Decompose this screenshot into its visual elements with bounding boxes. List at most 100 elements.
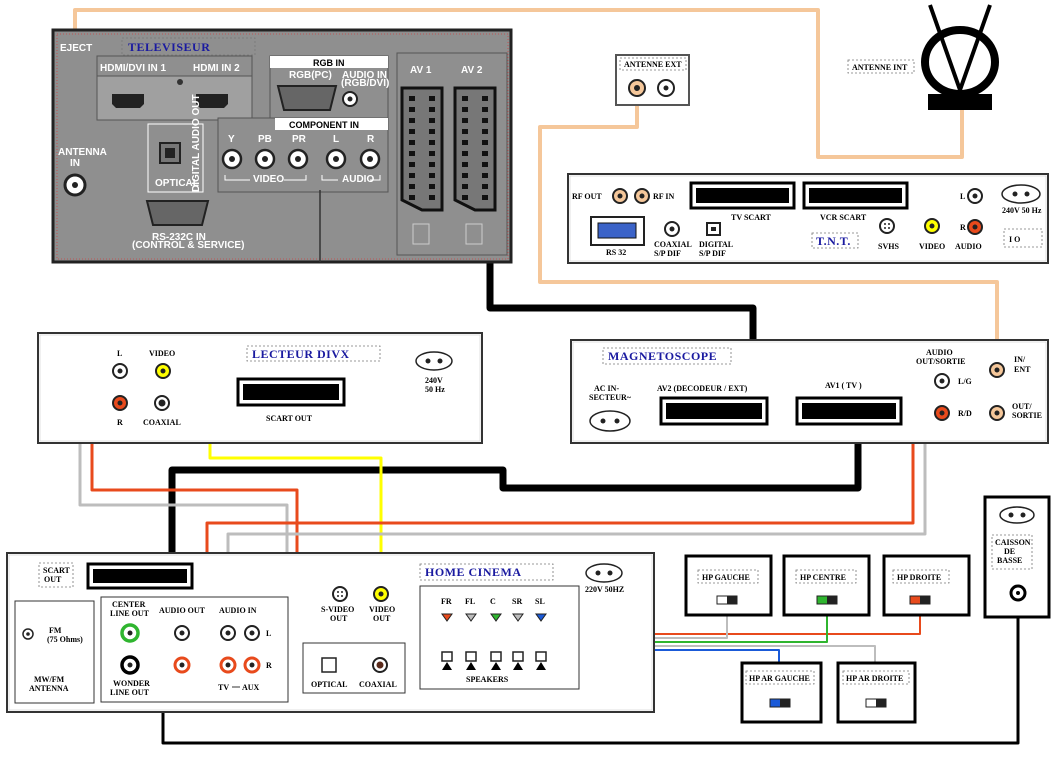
orange-cable-ext-antenna (538, 86, 999, 372)
tv-rgbpc-label: RGB(PC) (289, 70, 332, 81)
speaker-channel-c: C (490, 597, 496, 606)
hc-l: L (266, 629, 271, 638)
hc-center2: LINE OUT (110, 609, 150, 618)
speaker-terminal-minus-fl[interactable] (465, 651, 477, 662)
hc-optical: OPTICAL (311, 680, 347, 689)
tnt-coaxial: COAXIAL (654, 240, 692, 249)
divx-power1: 240V (425, 376, 443, 385)
vcr-av2-label: AV2 (DECODEUR / EXT) (657, 384, 748, 393)
speaker-terminal-base-fr (442, 662, 452, 670)
tnt-tv-scart-label: TV SCART (731, 213, 771, 222)
hp-ar-droite-box: HP AR DROITE (836, 661, 917, 724)
divx-coaxial: COAXIAL (143, 418, 181, 427)
divx-r: R (117, 418, 123, 427)
speaker-terminal-plus-c[interactable] (490, 613, 502, 622)
tnt-rs32: RS 32 (606, 248, 626, 257)
speaker-terminal-plus-fr[interactable] (441, 613, 453, 622)
tnt-power-socket (1001, 184, 1041, 204)
black-cable-vcr-hc (168, 424, 862, 574)
speaker-channel-sl: SL (535, 597, 545, 606)
hc-optical-port[interactable] (321, 657, 337, 673)
tv-video-label: VIDEO (253, 174, 284, 185)
hc-mwfm2: ANTENNA (29, 684, 69, 693)
divx-power-socket (415, 351, 453, 371)
hc-wonder2: LINE OUT (110, 688, 150, 697)
tv-r: R (367, 134, 375, 145)
tnt-rf-in: RF IN (653, 192, 674, 201)
divx-scart-out-label: SCART OUT (266, 414, 313, 423)
speaker-terminal-base-c (491, 662, 501, 670)
hc-fm1: FM (49, 626, 62, 635)
hp-gauche-box: HP GAUCHE (684, 554, 773, 617)
hc-center1: CENTER (112, 600, 146, 609)
hp-droite-label: HP DROITE (897, 573, 941, 582)
tnt-spdif2: S/P DIF (699, 249, 726, 258)
speaker-terminal-base-fl (466, 662, 476, 670)
speaker-terminal-plus-sr[interactable] (512, 613, 524, 622)
tv-digital-audio-out: DIGITAL AUDIO OUT (191, 94, 202, 192)
hc-video2: OUT (373, 614, 391, 623)
tv-pr: PR (292, 134, 307, 145)
speaker-terminal-minus-fr[interactable] (441, 651, 453, 662)
speaker-terminal-plus-sl[interactable] (535, 613, 547, 622)
speaker-channel-fl: FL (465, 597, 475, 606)
vcr-box: MAGNETOSCOPE AC IN- SECTEUR~ AV2 (DECODE… (570, 339, 1049, 444)
hc-fm2: (75 Ohms) (47, 635, 83, 644)
tv-hdmi1-label: HDMI/DVI IN 1 (100, 63, 167, 74)
antenne-ext-box: ANTENNE EXT (615, 54, 690, 106)
tnt-box: RF OUT RF IN TV SCART VCR SCART RS 32 CO… (567, 173, 1049, 264)
hp-droite-box: HP DROITE (882, 554, 971, 617)
speaker-terminal-minus-sr[interactable] (512, 651, 524, 662)
tv-rs232-label: RS-232C IN (152, 232, 206, 243)
hp-gauche-label: HP GAUCHE (702, 573, 750, 582)
hp-ar-gauche-box: HP AR GAUCHE (740, 661, 823, 724)
tv-optical-label: OPTICAL (155, 178, 199, 189)
tv-l: L (333, 134, 339, 145)
divx-box: L VIDEO R COAXIAL LECTEUR DIVX SCART OUT… (37, 332, 483, 444)
vga-port[interactable] (276, 85, 338, 111)
divx-video: VIDEO (149, 349, 175, 358)
vcr-out2: SORTIE (1012, 411, 1042, 420)
speaker-channel-fr: FR (441, 597, 452, 606)
hc-audio-out: AUDIO OUT (159, 606, 206, 615)
tnt-spdif1: S/P DIF (654, 249, 681, 258)
tv-panel: EJECT TELEVISEUR HDMI/DVI IN 1 HDMI IN 2… (51, 28, 513, 264)
tnt-r: R (960, 223, 966, 232)
scart-av2[interactable] (453, 86, 497, 212)
hdmi1-port[interactable] (112, 94, 144, 108)
antenne-ext-label: ANTENNE EXT (624, 60, 682, 69)
hc-svideo-jack[interactable] (332, 586, 348, 602)
speaker-channel-sr: SR (512, 597, 522, 606)
hc-r: R (266, 661, 272, 670)
tv-y: Y (228, 134, 235, 145)
vcr-power-socket (589, 410, 631, 432)
tv-rgb-in-label: RGB IN (313, 58, 345, 68)
vcr-av1-label: AV1 ( TV ) (825, 381, 862, 390)
hc-svideo2: OUT (330, 614, 348, 623)
speaker-terminal-minus-sl[interactable] (535, 651, 547, 662)
vcr-audio2: OUT/SORTIE (916, 357, 966, 366)
tnt-digital: DIGITAL (699, 240, 733, 249)
hdmi2-port[interactable] (196, 94, 228, 108)
speaker-terminal-minus-c[interactable] (490, 651, 502, 662)
tnt-title: T.N.T. (816, 234, 851, 248)
tnt-svhs-jack[interactable] (879, 218, 895, 234)
tv-av1-label: AV 1 (410, 65, 432, 76)
tv-antenna-label: ANTENNA (58, 147, 107, 158)
speaker-terminal-base-sl (536, 662, 546, 670)
hc-title: HOME CINEMA (425, 565, 522, 579)
speaker-terminal-plus-fl[interactable] (465, 613, 477, 622)
vcr-lg: L/G (958, 377, 972, 386)
hc-coaxial: COAXIAL (359, 680, 397, 689)
hc-tv: TV (218, 683, 229, 692)
tnt-audio: AUDIO (955, 242, 982, 251)
tv-audio-in-sub: (RGB/DVI) (341, 78, 389, 89)
hc-video1: VIDEO (369, 605, 395, 614)
scart-av1[interactable] (400, 86, 444, 212)
divx-power2: 50 Hz (425, 385, 445, 394)
tv-audio-label: AUDIO (342, 174, 374, 185)
antenne-int: ANTENNE INT (847, 4, 999, 110)
rs232-port[interactable] (145, 200, 210, 226)
tnt-vcr-scart-label: VCR SCART (820, 213, 867, 222)
